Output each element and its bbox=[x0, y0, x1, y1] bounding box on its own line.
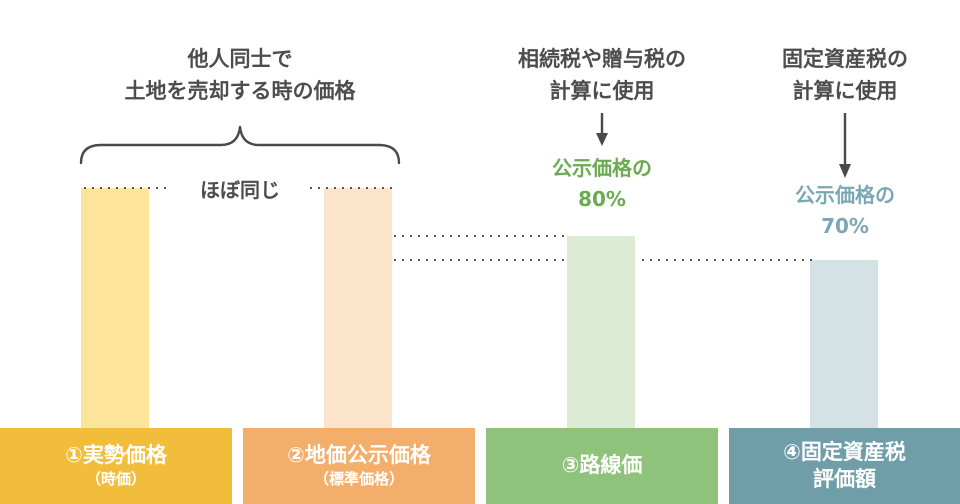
bar-rosenka bbox=[567, 236, 635, 428]
kotei-ratio-label: 公示価格の 70% bbox=[745, 180, 945, 242]
bar-kotei bbox=[810, 260, 878, 428]
category-label-sub: 評価額 bbox=[813, 467, 876, 491]
ratio-line: 公示価格の bbox=[795, 183, 895, 207]
note-line: 固定資産税の bbox=[782, 47, 908, 71]
bar-group bbox=[81, 188, 878, 428]
category-label-sub: （標準価格） bbox=[313, 470, 404, 489]
note-line: 計算に使用 bbox=[792, 78, 898, 103]
category-label-market-price: ①実勢価格 （時価） bbox=[0, 428, 232, 504]
category-label-main: ③路線価 bbox=[561, 453, 643, 478]
ratio-line: 公示価格の bbox=[552, 156, 652, 180]
note-line: 相続税や贈与税の bbox=[518, 47, 686, 71]
arrow-down-icon bbox=[839, 113, 851, 178]
category-label-main: ④固定資産税 bbox=[783, 439, 906, 464]
category-label-sub: （時価） bbox=[85, 470, 146, 489]
market-price-note: 他人同士で 土地を売却する時の価格 bbox=[90, 44, 390, 107]
rosenka-usage-note: 相続税や贈与税の 計算に使用 bbox=[472, 44, 732, 107]
bar-market-price bbox=[81, 188, 149, 428]
category-label-main: ①実勢価格 bbox=[65, 442, 167, 467]
arrow-down-icon bbox=[596, 113, 608, 146]
note-line: 計算に使用 bbox=[549, 78, 655, 103]
brace-icon bbox=[79, 125, 401, 165]
category-label-public-price: ②地価公示価格 （標準価格） bbox=[243, 428, 475, 504]
category-label-rosenka: ③路線価 bbox=[486, 428, 718, 504]
category-label-main: ②地価公示価格 bbox=[287, 442, 431, 467]
kotei-usage-note: 固定資産税の 計算に使用 bbox=[735, 44, 955, 107]
rosenka-ratio-label: 公示価格の 80% bbox=[502, 153, 702, 215]
note-line: 他人同士で bbox=[187, 47, 293, 71]
note-line: 土地を売却する時の価格 bbox=[124, 78, 356, 103]
category-label-kotei: ④固定資産税 評価額 bbox=[729, 428, 960, 504]
bar-public-price bbox=[324, 188, 392, 428]
guide-lines bbox=[84, 187, 812, 261]
approx-same-label: ほぼ同じ bbox=[200, 178, 280, 202]
ratio-value: 80% bbox=[578, 187, 626, 211]
ratio-value: 70% bbox=[821, 214, 869, 238]
